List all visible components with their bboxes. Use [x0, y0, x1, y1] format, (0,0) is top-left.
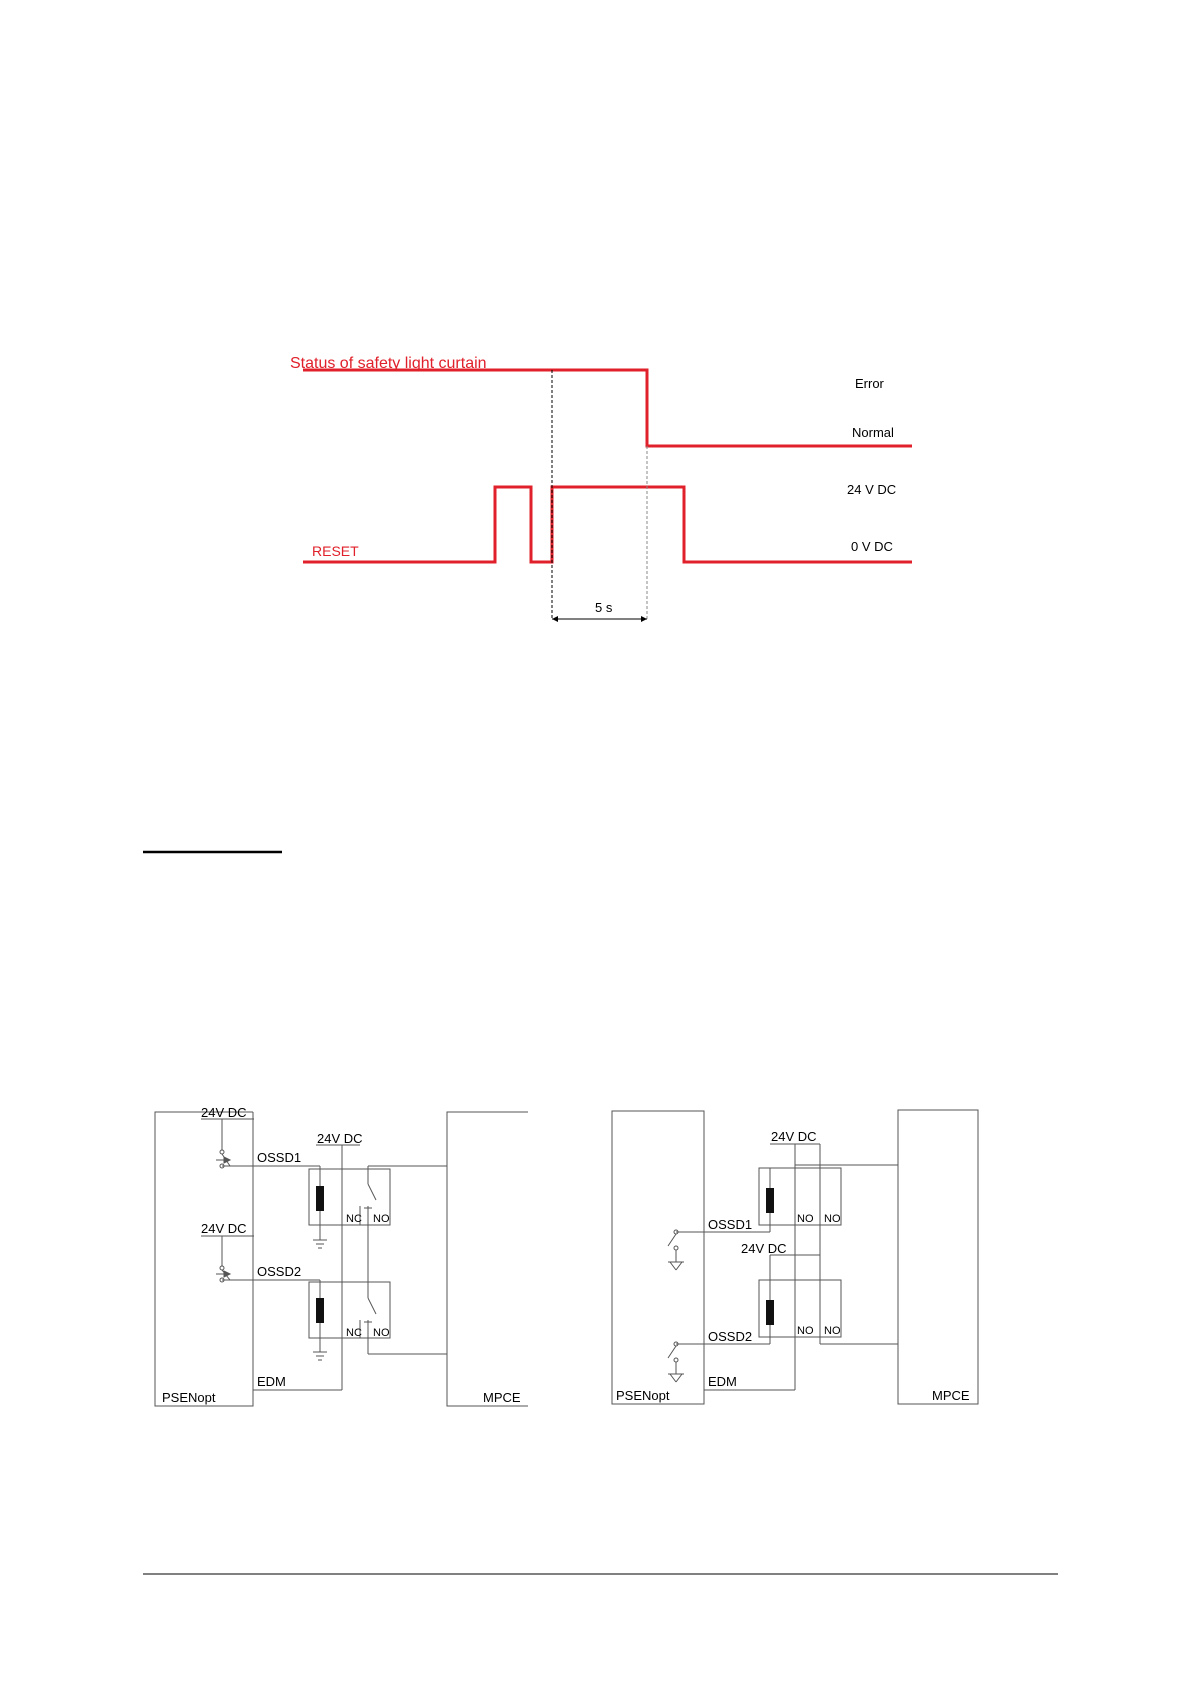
- controller-box-left: [447, 1112, 528, 1406]
- level-high-label: 24 V DC: [847, 482, 896, 497]
- delay-arrow-right-icon: [641, 616, 647, 622]
- controller-box-right: [898, 1110, 978, 1404]
- status-label: Status of safety light curtain: [290, 355, 487, 372]
- right-device-label: PSENopt: [616, 1388, 670, 1403]
- circuit-right-labels: 24V DC 24V DC OSSD1 OSSD2 EDM PSENopt MP…: [616, 1129, 970, 1403]
- circuit-left-labels: 24V DC 24V DC 24V DC OSSD1 OSSD2 EDM PSE…: [162, 1105, 521, 1405]
- left-supply-3-label: 24V DC: [201, 1221, 247, 1236]
- right-relay2-no-a-label: NO: [797, 1325, 814, 1337]
- state-normal-label: Normal: [852, 425, 894, 440]
- timing-diagram: Status of safety light curtain RESET Err…: [290, 355, 912, 622]
- left-supply-1-label: 24V DC: [201, 1105, 247, 1120]
- state-error-label: Error: [855, 376, 885, 391]
- circuit-right: [612, 1110, 978, 1404]
- ossd2-switch-contact-icon: [220, 1266, 224, 1270]
- right-supply-2-label: 24V DC: [741, 1241, 787, 1256]
- left-edm-label: EDM: [257, 1374, 286, 1389]
- left-controller-label: MPCE: [483, 1390, 521, 1405]
- status-signal-trace: [303, 370, 912, 446]
- right-ossd1-label: OSSD1: [708, 1217, 752, 1232]
- left-relay2-nc-label: NC: [346, 1327, 362, 1339]
- right-relay1-no-a-label: NO: [797, 1213, 814, 1225]
- right-ossd2-label: OSSD2: [708, 1329, 752, 1344]
- level-low-label: 0 V DC: [851, 539, 893, 554]
- left-relay1-no-label: NO: [373, 1213, 390, 1225]
- right-relay2-no-b-label: NO: [824, 1325, 841, 1337]
- right-edm-label: EDM: [708, 1374, 737, 1389]
- reset-label: RESET: [312, 543, 359, 559]
- left-ossd2-label: OSSD2: [257, 1264, 301, 1279]
- ossd1-switch-contact-icon: [220, 1150, 224, 1154]
- reset-signal-trace: [303, 487, 912, 562]
- left-device-label: PSENopt: [162, 1390, 216, 1405]
- delay-arrow-left-icon: [552, 616, 558, 622]
- left-relay2-no-label: NO: [373, 1327, 390, 1339]
- left-ossd1-label: OSSD1: [257, 1150, 301, 1165]
- left-supply-2-label: 24V DC: [317, 1131, 363, 1146]
- right-supply-1-label: 24V DC: [771, 1129, 817, 1144]
- delay-label: 5 s: [595, 600, 613, 615]
- device-box-left: [155, 1112, 253, 1406]
- right-controller-label: MPCE: [932, 1388, 970, 1403]
- left-relay1-nc-label: NC: [346, 1213, 362, 1225]
- device-box-right: [612, 1111, 704, 1404]
- right-relay1-no-b-label: NO: [824, 1213, 841, 1225]
- circuit-left: [155, 1112, 528, 1406]
